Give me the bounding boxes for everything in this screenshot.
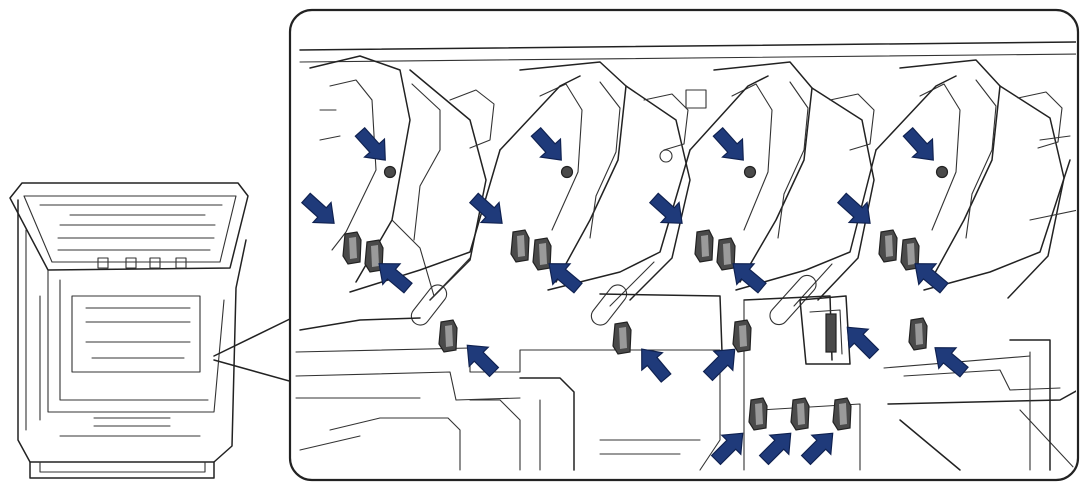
clip-icon bbox=[532, 237, 552, 271]
clip-bar-icon bbox=[825, 313, 837, 353]
detail-linework bbox=[295, 41, 1076, 471]
clip-icon bbox=[694, 229, 714, 263]
slot-shapes bbox=[410, 274, 817, 326]
clip-icon bbox=[832, 397, 852, 431]
clip-icon bbox=[612, 321, 632, 355]
pin-icon bbox=[560, 165, 574, 179]
clip-icon bbox=[716, 237, 736, 271]
callout-pointer bbox=[213, 315, 301, 385]
clip-icon bbox=[438, 319, 458, 353]
clip-icon bbox=[342, 231, 362, 265]
clip-icon bbox=[732, 319, 752, 353]
detail-frame bbox=[288, 8, 1080, 482]
pin-icon bbox=[383, 165, 397, 179]
pin-icon bbox=[743, 165, 757, 179]
clip-icon bbox=[900, 237, 920, 271]
drum-unit-2 bbox=[499, 61, 707, 301]
pin-icon bbox=[935, 165, 949, 179]
clip-icon bbox=[748, 397, 768, 431]
drum-unit-1 bbox=[309, 55, 495, 301]
printer-overview bbox=[9, 182, 249, 479]
clip-icon bbox=[878, 229, 898, 263]
marks-layer bbox=[296, 122, 974, 471]
clip-icon bbox=[510, 229, 530, 263]
clip-icon bbox=[908, 317, 928, 351]
drum-unit-3 bbox=[689, 61, 875, 301]
clip-icon bbox=[790, 397, 810, 431]
